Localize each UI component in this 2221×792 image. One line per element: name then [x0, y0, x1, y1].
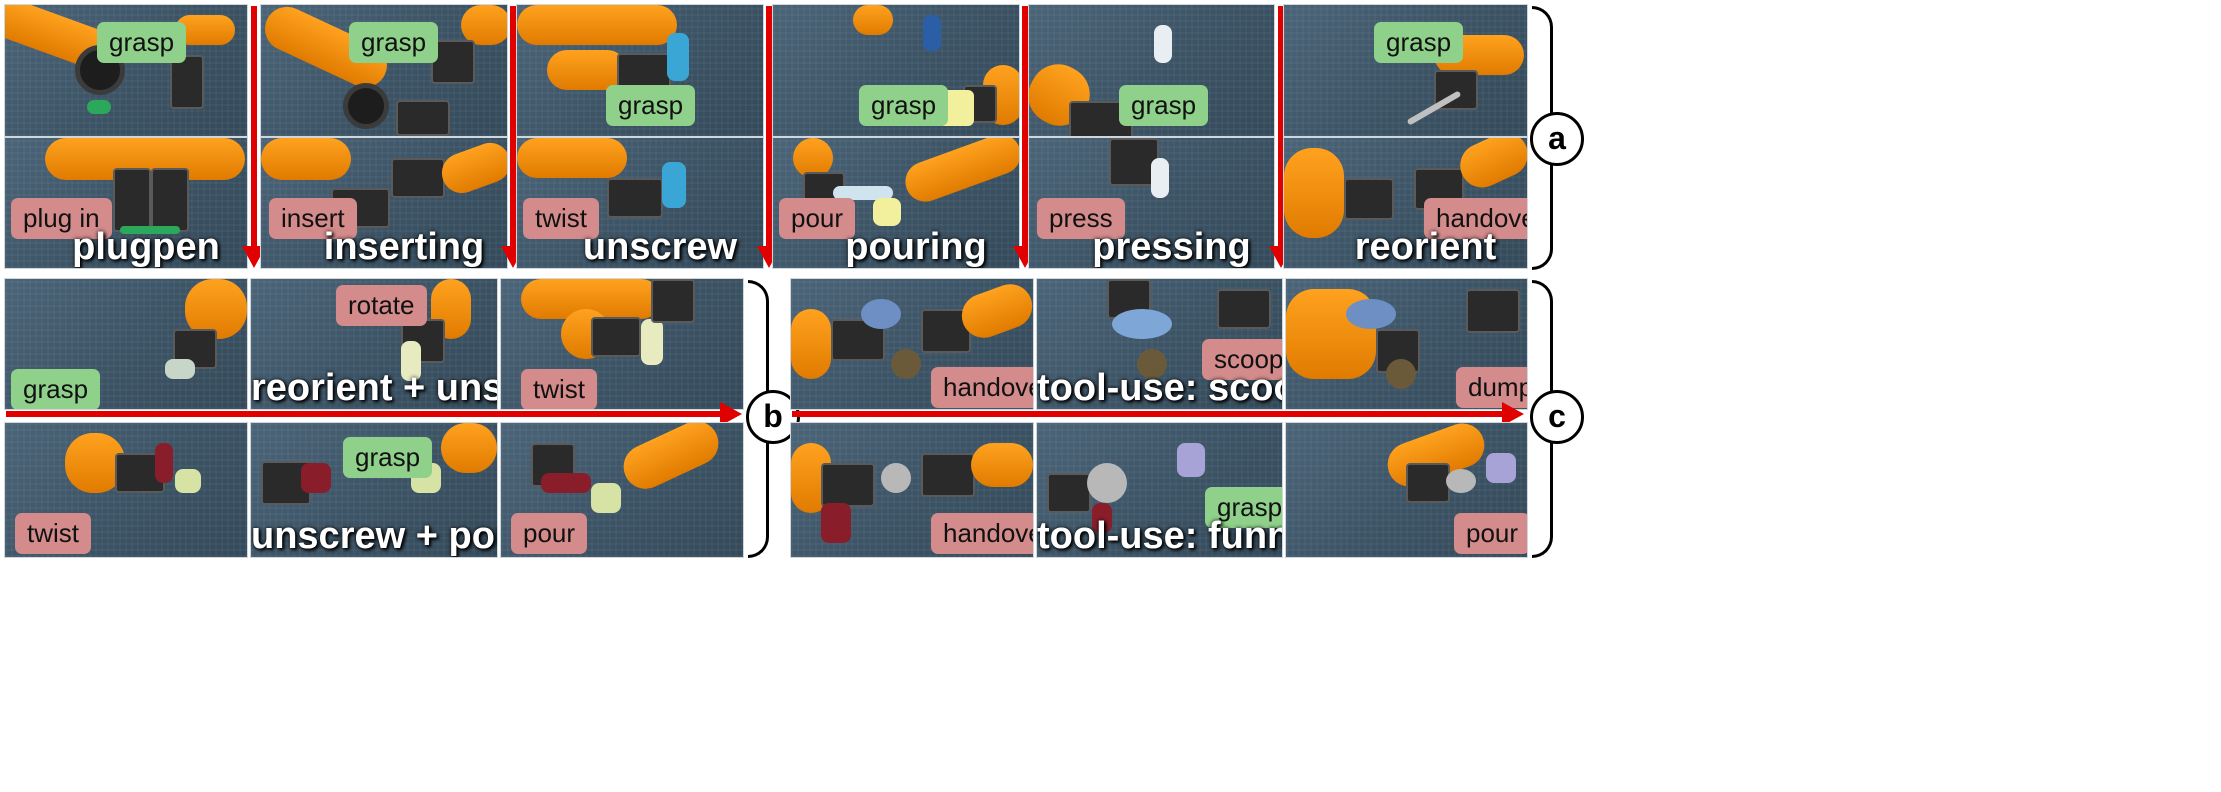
arrow-right-head [720, 402, 742, 426]
press-chip: press [1037, 198, 1125, 239]
caption-unscrew-pouring: unscrew + pouring [251, 515, 497, 557]
panel-pressing-bottom: press pressing [1028, 137, 1275, 269]
panel-pouring-bottom: pour pouring [772, 137, 1020, 269]
arrow-right [792, 411, 1507, 417]
pour-chip: pour [779, 198, 856, 239]
caption-pressing: pressing [1092, 226, 1251, 268]
grasp-chip: grasp [606, 85, 696, 126]
caption-reorient-unscrew: reorient + unscrew [251, 367, 498, 409]
caption-pouring: pouring [845, 226, 987, 268]
panel-c3-top: dump [1285, 278, 1528, 410]
insert-chip: insert [269, 198, 357, 239]
grasp-chip: grasp [1205, 487, 1282, 528]
twist-chip: twist [15, 513, 91, 554]
section-c-label: c [1530, 390, 1584, 444]
panel-inserting-bottom: insert inserting [260, 137, 508, 269]
panel-reorient-top: grasp [1283, 4, 1528, 137]
arrow-right [6, 411, 726, 417]
handover-chip: handover [931, 513, 1033, 554]
panel-inserting-top: grasp [260, 4, 508, 137]
arrow-down [510, 6, 516, 248]
rotate-chip: rotate [336, 285, 427, 326]
arrow-right-head [1502, 402, 1524, 426]
caption-tool-use-scoop: tool-use: scoop [1037, 367, 1282, 409]
arrow-down [1022, 6, 1028, 248]
caption-reorient: reorient [1354, 226, 1497, 268]
dump-chip: dump [1456, 367, 1527, 408]
panel-b2-bottom: grasp unscrew + pouring [250, 422, 498, 558]
panel-plugpen-bottom: plug in plugpen [4, 137, 248, 269]
panel-c1-bottom: handover [790, 422, 1034, 558]
panel-b1-top: grasp [4, 278, 248, 410]
grasp-chip: grasp [1119, 85, 1209, 126]
caption-tool-use-funnel: tool-use: funnel [1037, 515, 1282, 557]
panel-c2-top: scoop tool-use: scoop [1036, 278, 1283, 410]
pour-chip: pour [511, 513, 588, 554]
panel-plugpen-top: grasp [4, 4, 248, 137]
scoop-chip: scoop [1202, 339, 1282, 380]
twist-chip: twist [523, 198, 599, 239]
panel-pouring-top: grasp [772, 4, 1020, 137]
panel-b3-top: twist [500, 278, 744, 410]
panel-c2-bottom: grasp tool-use: funnel [1036, 422, 1283, 558]
panel-c3-bottom: pour [1285, 422, 1528, 558]
panel-c1-top: handover [790, 278, 1034, 410]
caption-unscrew: unscrew [582, 226, 738, 268]
pour-chip: pour [1454, 513, 1527, 554]
grasp-chip: grasp [11, 369, 101, 409]
arrow-down [766, 6, 772, 248]
arrow-down [251, 6, 257, 248]
panel-b1-bottom: twist [4, 422, 248, 558]
panel-unscrew-top: grasp [516, 4, 764, 137]
arrow-down [1278, 6, 1284, 248]
grasp-chip: grasp [349, 22, 439, 63]
caption-plugpen: plugpen [72, 226, 220, 268]
handover-chip: handover [1424, 198, 1527, 239]
grasp-chip: grasp [97, 22, 187, 63]
grasp-chip: grasp [859, 85, 949, 126]
handover-chip: handover [931, 367, 1033, 408]
panel-b2-top: rotate reorient + unscrew [250, 278, 498, 410]
grasp-chip: grasp [343, 437, 433, 478]
panel-b3-bottom: pour [500, 422, 744, 558]
twist-chip: twist [521, 369, 597, 409]
panel-reorient-bottom: handover reorient [1283, 137, 1528, 269]
plug-in-chip: plug in [11, 198, 112, 239]
caption-inserting: inserting [323, 226, 485, 268]
grasp-chip: grasp [1374, 22, 1464, 63]
panel-unscrew-bottom: twist unscrew [516, 137, 764, 269]
section-a-label: a [1530, 112, 1584, 166]
panel-pressing-top: grasp [1028, 4, 1275, 137]
